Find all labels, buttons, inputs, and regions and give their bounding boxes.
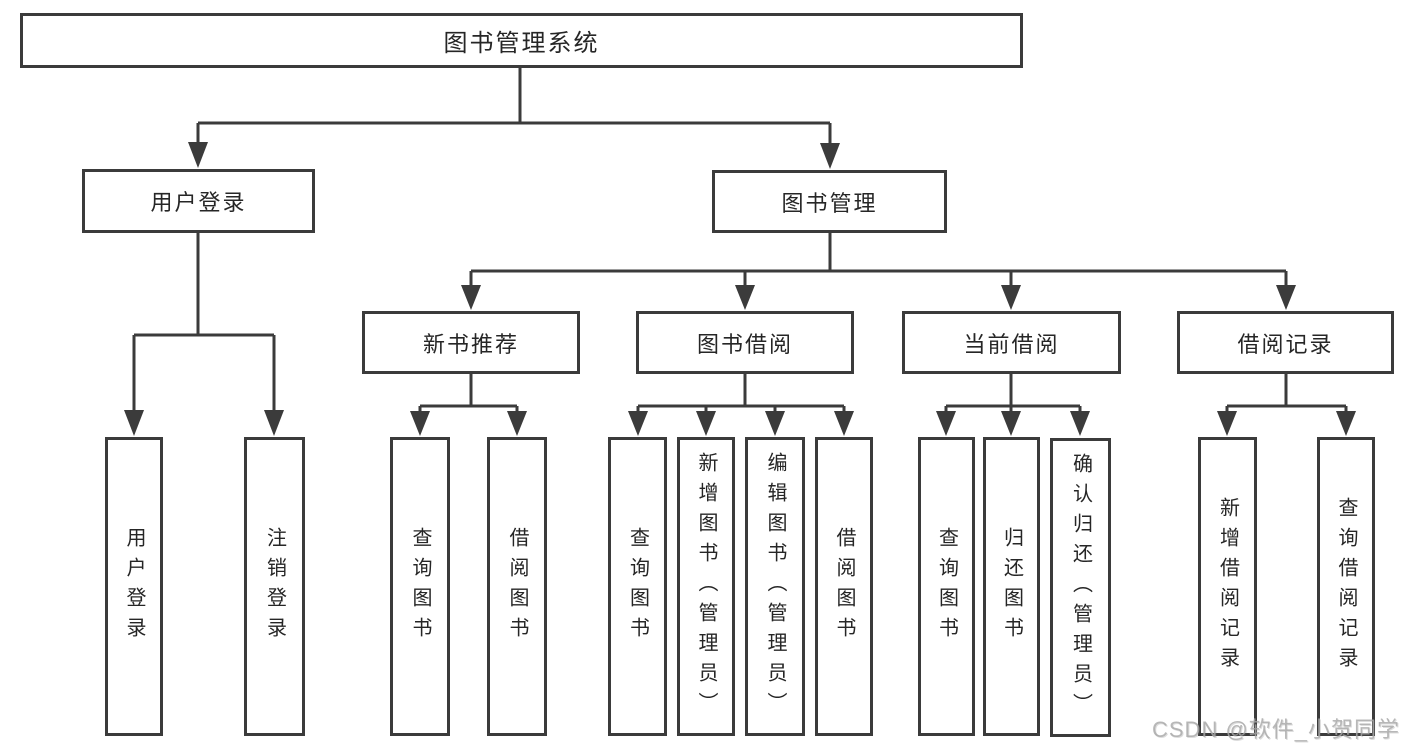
leaf-confirm-return-admin-label: 确认归还（管理员） <box>1069 452 1092 723</box>
node-root: 图书管理系统 <box>20 13 1023 68</box>
node-borrow-records-label: 借阅记录 <box>1237 331 1334 357</box>
leaf-borrow-books-recommend-label: 借阅图书 <box>506 526 528 647</box>
leaf-query-books-current-label: 查询图书 <box>935 526 958 647</box>
node-book-management-label: 图书管理 <box>781 190 878 216</box>
node-user-login: 用户登录 <box>82 169 315 233</box>
leaf-query-books-borrow-label: 查询图书 <box>626 526 649 647</box>
node-borrow-records: 借阅记录 <box>1177 311 1394 374</box>
node-user-login-label: 用户登录 <box>150 190 247 215</box>
leaf-logout-label: 注销登录 <box>263 526 286 647</box>
node-root-label: 图书管理系统 <box>443 30 600 57</box>
node-new-book-recommend-label: 新书推荐 <box>422 331 519 357</box>
leaf-return-books-label: 归还图书 <box>1000 526 1023 647</box>
leaf-confirm-return-admin: 确认归还（管理员） <box>1050 438 1111 737</box>
csdn-watermark: CSDN @软件_小贺同学 <box>1152 717 1401 742</box>
leaf-logout: 注销登录 <box>244 437 305 736</box>
leaf-add-borrow-record: 新增借阅记录 <box>1198 437 1257 736</box>
arrowheads <box>124 142 1356 436</box>
leaf-add-book-admin: 新增图书（管理员） <box>677 437 735 736</box>
leaf-borrow-books-label: 借阅图书 <box>833 526 855 647</box>
leaf-edit-book-admin: 编辑图书（管理员） <box>745 437 805 736</box>
leaf-query-books-recommend-label: 查询图书 <box>409 526 431 647</box>
leaf-add-borrow-record-label: 新增借阅记录 <box>1216 496 1239 677</box>
leaf-query-borrow-record: 查询借阅记录 <box>1317 437 1375 736</box>
leaf-user-login: 用户登录 <box>105 437 163 736</box>
leaf-return-books: 归还图书 <box>983 437 1040 736</box>
node-new-book-recommend: 新书推荐 <box>362 311 580 374</box>
node-current-borrow: 当前借阅 <box>902 311 1121 374</box>
leaf-add-book-admin-label: 新增图书（管理员） <box>695 451 717 722</box>
node-book-borrow-label: 图书借阅 <box>696 331 793 357</box>
leaf-borrow-books-recommend: 借阅图书 <box>487 437 547 736</box>
leaf-user-login-label: 用户登录 <box>123 526 145 647</box>
leaf-query-books-borrow: 查询图书 <box>608 437 667 736</box>
leaf-query-books-recommend: 查询图书 <box>390 437 450 736</box>
node-current-borrow-label: 当前借阅 <box>963 331 1060 357</box>
leaf-query-books-current: 查询图书 <box>918 437 975 736</box>
node-book-management: 图书管理 <box>712 170 947 233</box>
leaf-edit-book-admin-label: 编辑图书（管理员） <box>764 451 786 722</box>
leaf-query-borrow-record-label: 查询借阅记录 <box>1335 496 1357 677</box>
leaf-borrow-books: 借阅图书 <box>815 437 873 736</box>
node-book-borrow: 图书借阅 <box>636 311 854 374</box>
